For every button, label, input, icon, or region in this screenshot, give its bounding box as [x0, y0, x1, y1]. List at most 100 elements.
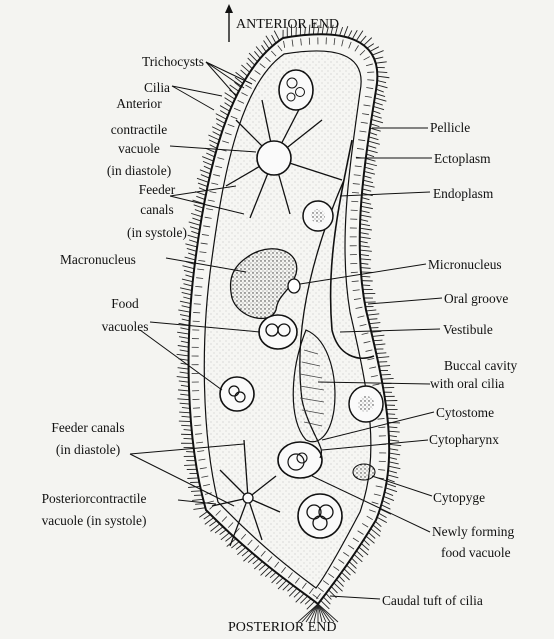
cilium — [283, 583, 290, 590]
cilium — [185, 257, 196, 260]
cilium — [360, 219, 368, 221]
label-food-1: Food — [90, 296, 160, 311]
cilium — [372, 51, 383, 56]
cilium — [192, 218, 201, 221]
cilium — [368, 145, 377, 148]
label-buccal-2: with oral cilia — [430, 376, 504, 391]
cilium — [187, 478, 198, 479]
cilium — [266, 36, 273, 46]
cilium — [366, 310, 376, 311]
cilium — [225, 98, 234, 103]
label-posterior-cv-1: Posteriorcontractile — [6, 491, 182, 506]
food-vacuole — [303, 201, 333, 231]
cilium — [270, 572, 276, 577]
cilium — [361, 543, 369, 550]
cilium — [179, 337, 189, 339]
food-vacuole — [298, 494, 342, 538]
cilium — [365, 163, 377, 166]
cilium — [184, 430, 192, 431]
cilium — [262, 45, 267, 52]
cilium — [383, 501, 390, 505]
cilium — [379, 513, 387, 517]
cilium — [195, 504, 204, 505]
cilium — [276, 578, 283, 584]
cilium — [388, 427, 397, 428]
cilium — [373, 111, 381, 114]
cilium — [360, 241, 368, 242]
label-endoplasm: Endoplasm — [433, 186, 493, 201]
cilium — [360, 215, 371, 217]
cilium — [182, 319, 190, 321]
label-feeder-d-1: Feeder canals — [28, 420, 148, 435]
cilium — [181, 385, 189, 386]
cilium — [265, 570, 272, 577]
cilium — [369, 323, 380, 324]
food-vacuole — [259, 315, 297, 349]
cilium — [364, 171, 375, 174]
cilium — [241, 70, 248, 76]
label-newly-1: Newly forming — [432, 524, 514, 539]
cilium — [323, 597, 330, 604]
cilium — [377, 357, 389, 358]
cilium — [331, 586, 337, 593]
cilium — [202, 157, 213, 161]
cilium — [209, 140, 218, 144]
cilium — [375, 94, 385, 97]
cilium — [377, 85, 388, 88]
label-feeder-d-2: (in diastole) — [28, 442, 148, 457]
cilium — [254, 51, 260, 58]
cilium — [352, 558, 358, 564]
cilium — [177, 377, 189, 378]
cilium — [231, 542, 239, 548]
cilium — [339, 576, 345, 582]
cilium — [374, 344, 385, 345]
cilium — [180, 394, 189, 395]
cilium — [361, 202, 371, 204]
cilium — [366, 158, 376, 161]
anterior-end-title: ANTERIOR END — [236, 17, 339, 32]
cilium — [386, 484, 396, 487]
cilium — [389, 436, 397, 437]
label-trichocysts: Trichocysts — [142, 54, 204, 69]
cilium — [188, 253, 196, 256]
leader-line — [206, 62, 252, 84]
cilium — [178, 368, 189, 369]
cilium — [182, 266, 194, 269]
trichocyst — [351, 201, 358, 202]
cilium — [386, 488, 397, 492]
label-cytostome: Cytostome — [436, 405, 494, 420]
cilium — [180, 315, 190, 317]
cilium — [385, 492, 393, 495]
cilium — [352, 30, 357, 39]
cilium — [389, 449, 398, 451]
cilium — [364, 176, 372, 178]
cilium — [181, 425, 191, 426]
cilium — [212, 127, 222, 132]
anterior-arrow — [225, 4, 233, 42]
food-vacuole — [220, 377, 254, 411]
cilium — [216, 114, 227, 120]
cilium — [184, 438, 193, 439]
cilium — [367, 150, 378, 153]
label-feeder-2: canals — [112, 202, 202, 217]
cytopyge-shape — [353, 464, 375, 480]
cilium — [360, 36, 366, 43]
label-anterior-cv-1: Anterior — [94, 96, 184, 111]
cilium — [178, 390, 189, 391]
cilium — [189, 240, 198, 243]
label-food-2: vacuoles — [90, 319, 160, 334]
cilium — [215, 527, 223, 533]
cilium — [361, 276, 370, 277]
label-newly-2: food vacuole — [441, 545, 511, 560]
cilium — [366, 154, 374, 157]
cilium — [389, 431, 400, 432]
cilium — [193, 508, 205, 510]
cilium — [340, 27, 343, 36]
cilium — [356, 31, 363, 41]
label-pellicle: Pellicle — [430, 120, 470, 135]
cilium — [191, 491, 201, 492]
trichocyst — [367, 80, 374, 81]
label-micronucleus: Micronucleus — [428, 257, 502, 272]
cilium — [373, 340, 382, 341]
label-feeder-1: Feeder — [112, 182, 202, 197]
